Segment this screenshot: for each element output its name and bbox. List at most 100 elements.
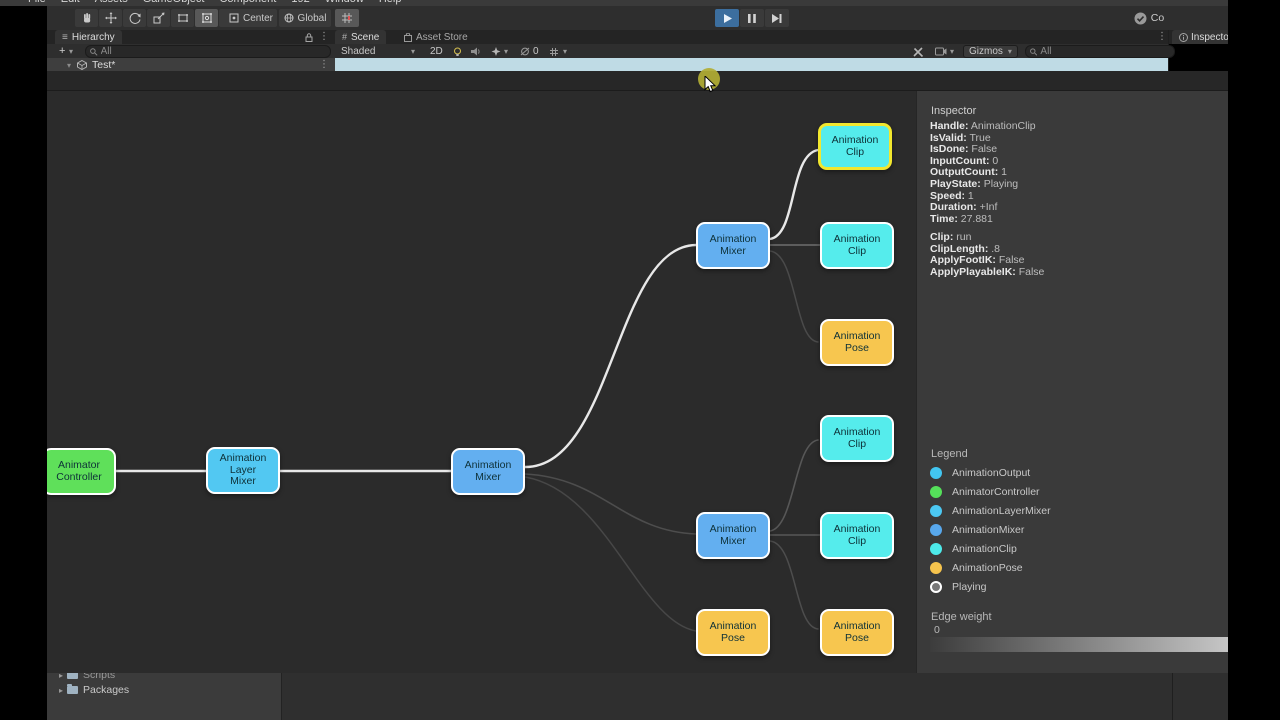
legend-entry: AnimatorController	[930, 482, 1051, 501]
rect-tool-icon	[177, 14, 188, 22]
tools-icon[interactable]	[913, 47, 924, 57]
audio-icon[interactable]	[471, 47, 481, 56]
rect-tool-button[interactable]	[171, 9, 194, 27]
project-item-label: Packages	[83, 684, 130, 696]
legend-dot-icon	[930, 580, 942, 593]
search-icon	[1030, 47, 1038, 56]
pivot-center-button[interactable]: Center	[225, 9, 277, 27]
tab-asset-store[interactable]: Asset Store	[397, 30, 475, 44]
handle-global-button[interactable]: Global	[279, 9, 331, 27]
inspector-row: Clip: run	[930, 231, 972, 243]
effects-icon[interactable]	[491, 47, 501, 56]
lock-icon[interactable]	[305, 33, 313, 42]
tab-scene[interactable]: # Scene	[335, 30, 387, 44]
grid-snap-button[interactable]	[335, 9, 359, 27]
pause-icon	[748, 13, 756, 23]
play-button[interactable]	[715, 9, 739, 27]
menu-item-192[interactable]: 192	[291, 0, 309, 5]
move-tool-button[interactable]	[99, 9, 122, 27]
globe-icon	[284, 13, 294, 23]
hierarchy-searchbox[interactable]	[85, 45, 331, 58]
camera-caret-icon[interactable]: ▾	[950, 47, 955, 56]
add-object-button[interactable]: +	[59, 45, 66, 57]
node-label-line: Controller	[56, 470, 102, 483]
inspector-row: Time: 27.881	[930, 212, 993, 225]
project-item-packages[interactable]: ▸ Packages	[47, 683, 281, 697]
legend-entry: AnimationLayerMixer	[930, 501, 1051, 520]
editor-background-strip	[47, 71, 1228, 90]
project-scrollbar-divider	[1172, 672, 1173, 720]
grid-caret-icon[interactable]: ▾	[563, 47, 568, 56]
transform-tool-button[interactable]	[195, 9, 218, 27]
step-button[interactable]	[765, 9, 789, 27]
menu-item-file[interactable]: File	[28, 0, 46, 5]
menu-items[interactable]: File Edit Assets GameObject Component 192 Wind…	[28, 0, 416, 5]
menu-item-help[interactable]: Help	[379, 0, 402, 5]
pause-button[interactable]	[740, 9, 764, 27]
tab-hierarchy[interactable]: ≡ Hierarchy	[55, 30, 122, 44]
scene-grid-icon: #	[342, 32, 348, 42]
legend-dot-icon	[930, 466, 942, 479]
scene-searchbox[interactable]	[1025, 45, 1175, 58]
menu-item-assets[interactable]: Assets	[95, 0, 128, 5]
menu-item-window[interactable]: Window	[325, 0, 364, 5]
scene-search-input[interactable]	[1040, 46, 1170, 57]
menu-item-component[interactable]: Component	[219, 0, 276, 5]
collab-button[interactable]: Co	[1129, 9, 1169, 27]
hierarchy-menu-icon[interactable]: ⋮	[319, 31, 329, 42]
node-label-line: Animation	[833, 330, 881, 342]
folder-icon	[67, 684, 79, 694]
scene-menu-icon[interactable]: ⋮	[1157, 31, 1167, 42]
grid-icon[interactable]	[549, 47, 559, 57]
menu-item-gameobject[interactable]: GameObject	[143, 0, 205, 5]
row-menu-icon[interactable]: ⋮	[319, 59, 329, 70]
foldout-collapsed-icon[interactable]: ▸	[59, 670, 64, 680]
scene-tab-label: Scene	[351, 31, 380, 43]
gizmos-dropdown[interactable]: Gizmos ▾	[963, 45, 1018, 58]
legend-dot-icon	[930, 485, 942, 498]
graph-edge	[769, 540, 819, 630]
node-label-line: Mixer	[475, 470, 501, 483]
global-label: Global	[297, 12, 327, 24]
add-object-caret-icon[interactable]: ▾	[69, 47, 74, 56]
legend-title: Legend	[931, 448, 968, 460]
node-label-line: Animation	[709, 233, 757, 245]
menu-item-edit[interactable]: Edit	[61, 0, 80, 5]
tab-inspector[interactable]: Inspector	[1172, 30, 1240, 44]
rotate-tool-button[interactable]	[123, 9, 146, 27]
scene-camera-icon[interactable]	[935, 47, 947, 56]
2d-toggle[interactable]: 2D	[430, 46, 443, 57]
legend-label: AnimationPose	[952, 561, 1023, 574]
foldout-expanded-icon[interactable]: ▾	[67, 60, 72, 70]
node-label-line: Animation	[464, 459, 512, 471]
hierarchy-row-test[interactable]: ▾ Test* ⋮	[47, 58, 335, 72]
hidden-objects-eye-icon[interactable]	[520, 47, 532, 56]
legend-label: AnimationClip	[952, 542, 1017, 555]
effects-caret-icon[interactable]: ▾	[504, 47, 509, 56]
legend-entry: AnimationOutput	[930, 463, 1051, 482]
lighting-bulb-icon[interactable]	[453, 47, 462, 57]
node-label-line: Animator	[57, 459, 100, 471]
graph-edge	[524, 473, 697, 535]
scale-tool-button[interactable]	[147, 9, 170, 27]
hierarchy-search-input[interactable]	[100, 46, 326, 57]
foldout-collapsed-icon[interactable]: ▸	[59, 685, 64, 695]
hand-tool-button[interactable]	[75, 9, 98, 27]
shading-mode-dropdown[interactable]: Shaded	[341, 46, 376, 57]
graph-inspector-title: Inspector	[931, 105, 977, 117]
shading-caret-icon[interactable]: ▾	[411, 47, 416, 56]
